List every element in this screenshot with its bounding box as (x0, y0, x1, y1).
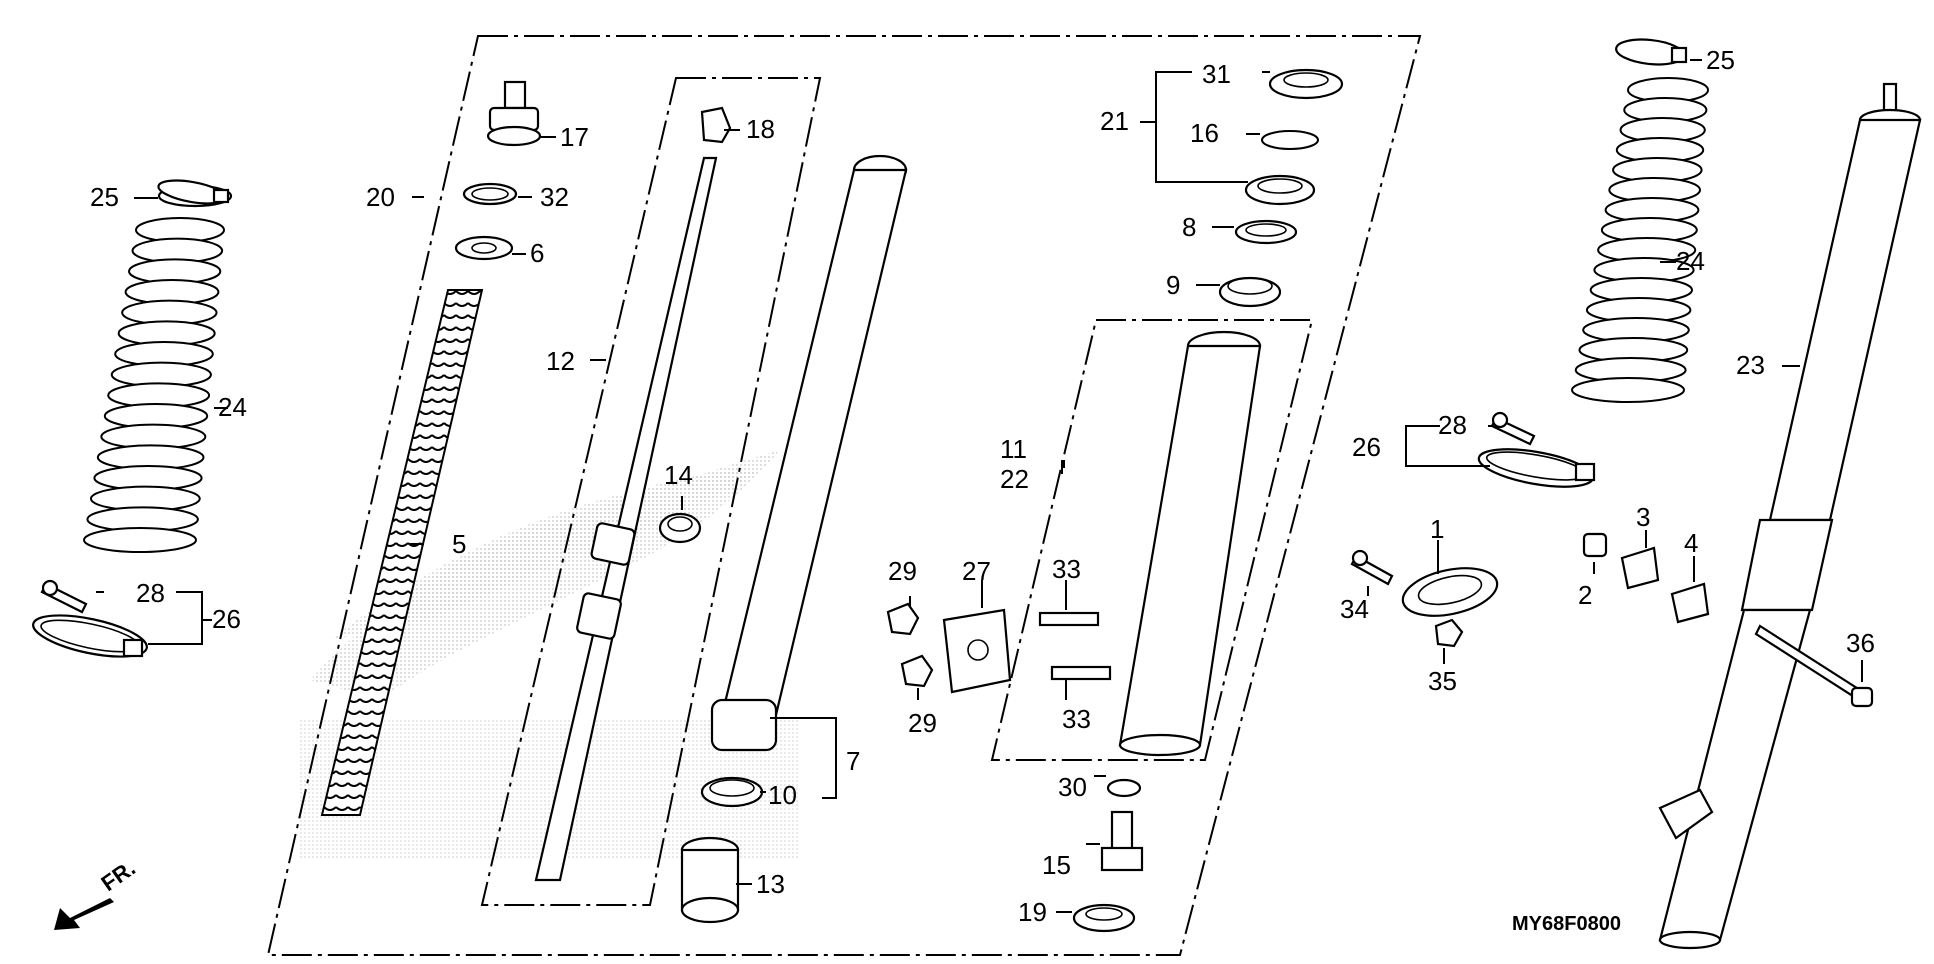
callout-32: 32 (540, 182, 569, 212)
piston-ring-14 (658, 512, 702, 544)
callout-1: 1 (1430, 514, 1444, 544)
nut-29-lower (900, 654, 934, 688)
front-direction-arrow: FR. (54, 855, 140, 930)
o-ring-32 (462, 182, 518, 206)
callout-14: 14 (664, 460, 693, 490)
callout-26-left: 26 (212, 604, 241, 634)
callout-30: 30 (1058, 772, 1087, 802)
watermark-wing-logo (300, 450, 800, 860)
bolt-36 (1754, 624, 1874, 708)
front-fork-assembly-23 (1658, 82, 1922, 950)
collar-2 (1582, 532, 1608, 558)
callout-10: 10 (768, 780, 797, 810)
callout-36: 36 (1846, 628, 1875, 658)
oil-lock-piece-13 (680, 836, 740, 924)
guide-bush-10 (700, 776, 764, 808)
leader-lines (96, 59, 1863, 913)
direction-label: FR. (97, 855, 140, 896)
main-assembly-outline (266, 35, 1422, 956)
axle-holder-27 (942, 608, 1012, 694)
bolt-28-right (1490, 411, 1536, 446)
spring-seat-6 (454, 235, 514, 261)
callout-34: 34 (1340, 594, 1369, 624)
stud-bolt-33-upper (1038, 611, 1100, 627)
diagram-code: MY68F0800 (1512, 913, 1621, 935)
callout-19: 19 (1018, 897, 1047, 927)
callout-29-lower: 29 (908, 708, 937, 738)
callout-24-left: 24 (218, 392, 247, 422)
callout-17: 17 (560, 122, 589, 152)
hose-guide-3 (1620, 546, 1660, 590)
stopper-ring-16 (1261, 130, 1319, 150)
callout-11: 11 (1000, 434, 1027, 464)
callout-8: 8 (1182, 212, 1196, 242)
callout-20: 20 (366, 182, 395, 212)
fork-spring-5 (320, 289, 484, 816)
callout-33-lower: 33 (1062, 704, 1091, 734)
clamp-26-left (32, 614, 148, 658)
outer-tube-11 (1118, 330, 1262, 757)
bolt-28-left (40, 579, 88, 614)
callout-12: 12 (546, 346, 575, 376)
clamp-25-right (1615, 38, 1688, 66)
callout-25-left: 25 (90, 182, 119, 212)
back-up-ring-8 (1234, 219, 1298, 245)
hose-guide-4 (1670, 582, 1710, 624)
callout-31: 31 (1202, 59, 1231, 89)
dust-seal-31 (1268, 68, 1344, 100)
callout-28-right: 28 (1438, 410, 1467, 440)
nut-35 (1434, 618, 1464, 648)
callout-4: 4 (1684, 528, 1698, 558)
callout-29-upper: 29 (888, 556, 917, 586)
clamp-25-left (157, 179, 230, 205)
callout-22: 22 (1000, 464, 1029, 494)
callout-23: 23 (1736, 350, 1765, 380)
damper-rod-12 (534, 156, 718, 882)
brake-hose-clamp-1 (1401, 567, 1499, 617)
fork-cap-bolt-17 (486, 80, 542, 147)
clamp-26-right (1477, 448, 1596, 488)
callout-13: 13 (756, 869, 785, 899)
callout-labels: 1 2 3 4 5 6 7 8 9 10 11 12 13 14 15 16 1… (90, 45, 1875, 927)
callout-7: 7 (846, 746, 860, 776)
callout-5: 5 (452, 529, 466, 559)
washer-19 (1072, 903, 1136, 933)
callout-28-left: 28 (136, 578, 165, 608)
bolt-34 (1350, 549, 1394, 586)
callout-9: 9 (1166, 270, 1180, 300)
sealing-washer-30 (1106, 778, 1142, 798)
fork-boot-right (1571, 77, 1709, 403)
callout-15: 15 (1042, 850, 1071, 880)
outer-tube-group-outline (990, 319, 1314, 761)
slide-bush-9 (1218, 276, 1282, 308)
stud-bolt-33-lower (1050, 665, 1112, 681)
inner-tube-7 (710, 154, 908, 752)
callout-25-right: 25 (1706, 45, 1735, 75)
socket-bolt-15 (1100, 810, 1144, 872)
callout-21: 21 (1100, 106, 1129, 136)
callout-3: 3 (1636, 502, 1650, 532)
callout-35: 35 (1428, 666, 1457, 696)
damper-rod-group-outline (480, 77, 822, 906)
oil-seal (1244, 174, 1316, 206)
callout-16: 16 (1190, 118, 1219, 148)
callout-2: 2 (1578, 580, 1592, 610)
callout-33-upper: 33 (1052, 554, 1081, 584)
fork-boot-left (83, 184, 233, 553)
lock-nut-18 (700, 106, 732, 144)
callout-26-right: 26 (1352, 432, 1381, 462)
callout-6: 6 (530, 238, 544, 268)
callout-27: 27 (962, 556, 991, 586)
callout-18: 18 (746, 114, 775, 144)
callout-24-right: 24 (1676, 246, 1705, 276)
nut-29-upper (886, 602, 920, 636)
